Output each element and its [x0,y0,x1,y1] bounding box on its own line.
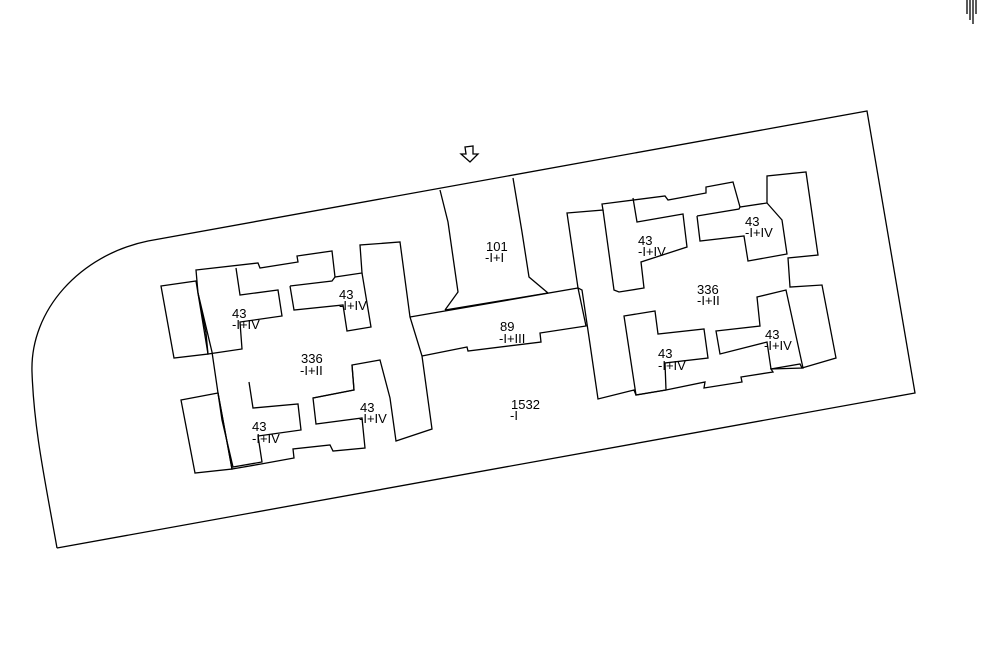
red-stripes-logo [966,0,977,24]
site-label: 1532 -I [510,397,540,423]
right-core-label: 336 -I+II [697,282,720,308]
svg-text:-I+IV: -I+IV [232,317,260,332]
site-outline [31,110,916,549]
down-arrow-icon [459,145,480,163]
left-tr-label: 43 -I+IV [339,287,367,313]
top-block-label: 101 -I+I [485,239,508,265]
svg-text:43: 43 [360,400,374,415]
svg-text:43: 43 [252,419,266,434]
svg-text:-I+II: -I+II [300,363,323,378]
svg-text:-I+IV: -I+IV [764,338,792,353]
svg-text:101: 101 [486,239,508,254]
svg-text:1532: 1532 [511,397,540,412]
svg-text:43: 43 [745,214,759,229]
right-building [566,171,837,400]
right-tl-label: 43 -I+IV [638,233,666,259]
svg-text:89: 89 [500,319,514,334]
svg-text:-I: -I [510,408,518,423]
left-tl-label: 43 -I+IV [232,306,260,332]
svg-text:-I+IV: -I+IV [658,358,686,373]
left-building [160,241,433,474]
right-br-label: 43 -I+IV [764,327,792,353]
svg-text:-I+IV: -I+IV [638,244,666,259]
svg-text:-I+IV: -I+IV [745,225,773,240]
svg-text:336: 336 [301,351,323,366]
corridor-label: 89 -I+III [499,319,525,346]
left-core-label: 336 -I+II [300,351,323,378]
svg-text:-I+III: -I+III [499,331,525,346]
svg-text:43: 43 [765,327,779,342]
left-bl-label: 43 -I+IV [252,419,280,446]
svg-text:-I+IV: -I+IV [252,431,280,446]
svg-text:-I+IV: -I+IV [359,411,387,426]
svg-text:43: 43 [658,346,672,361]
top-block-right [512,177,549,294]
svg-text:43: 43 [232,306,246,321]
right-tr-label: 43 -I+IV [745,214,773,240]
svg-text:-I+II: -I+II [697,293,720,308]
svg-text:43: 43 [339,287,353,302]
right-bl-label: 43 -I+IV [658,346,686,373]
corridor [409,287,587,357]
left-br-label: 43 -I+IV [359,400,387,426]
svg-text:336: 336 [697,282,719,297]
svg-text:43: 43 [638,233,652,248]
svg-text:-I+I: -I+I [485,250,504,265]
top-block [439,189,459,311]
svg-text:-I+IV: -I+IV [339,298,367,313]
